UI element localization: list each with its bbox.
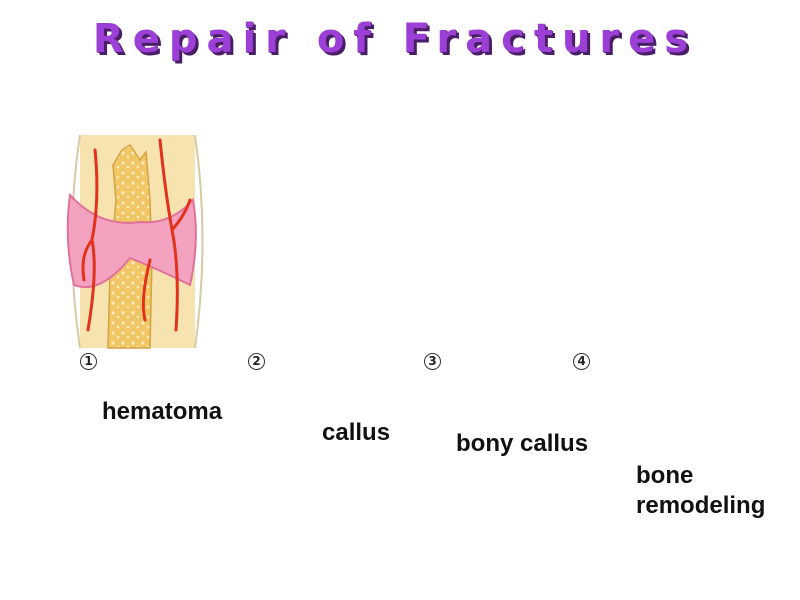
step-number-4: 4 bbox=[573, 353, 590, 370]
label-bone-remodeling: bone remodeling bbox=[636, 461, 765, 521]
label-bone-remodeling-line2: remodeling bbox=[636, 492, 766, 519]
hematoma bbox=[66, 192, 197, 289]
step-number-2: 2 bbox=[248, 353, 265, 370]
blood-vessels bbox=[81, 138, 192, 332]
diagram-title: Repair of Fractures bbox=[92, 16, 698, 62]
stage-1-hematoma-panel bbox=[66, 134, 204, 349]
label-bony-callus: bony callus bbox=[456, 430, 589, 457]
label-bone-remodeling-line1: bone bbox=[636, 462, 694, 489]
label-callus: callus bbox=[322, 419, 391, 446]
step-number-3: 3 bbox=[424, 353, 441, 370]
step-number-1: 1 bbox=[80, 353, 97, 370]
label-hematoma: hematoma bbox=[102, 398, 223, 425]
